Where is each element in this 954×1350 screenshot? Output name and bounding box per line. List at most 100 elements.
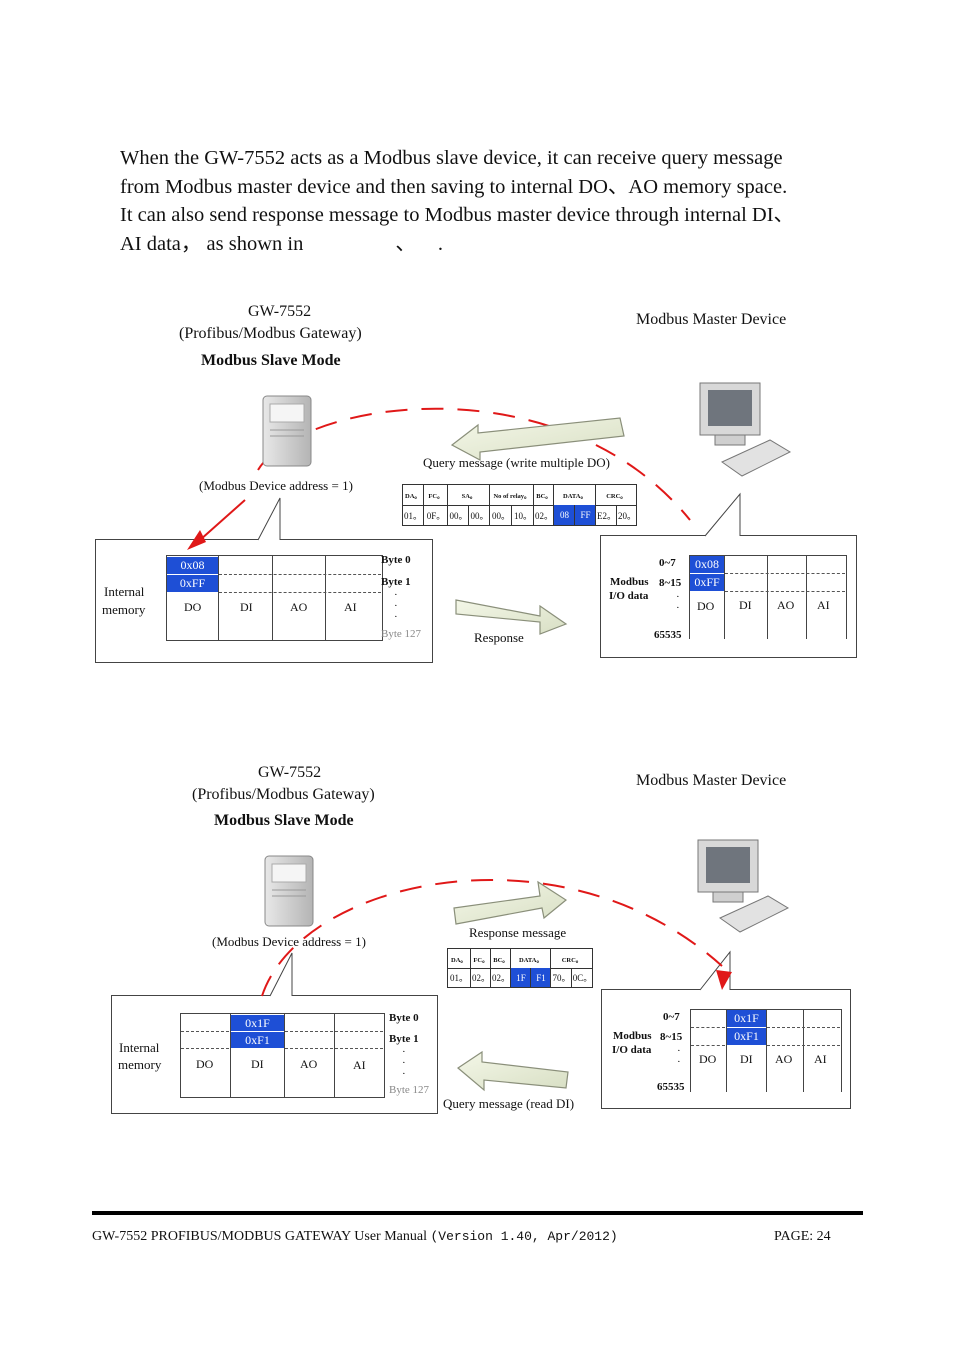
d1-gateway-device-icon — [262, 395, 312, 467]
d1-pkt-hdr-data: DATA。 — [553, 485, 596, 505]
d2-red-arrowhead — [716, 970, 732, 990]
d2-pkt-val: 01。 — [449, 973, 468, 983]
d2-pkt-hdr-da: DA。 — [451, 956, 467, 964]
d2-callout-right — [699, 950, 731, 991]
d1-device-address: (Modbus Device address = 1) — [199, 478, 353, 493]
d2-pkt-hdr-fc: FC。 — [470, 949, 491, 968]
d1-io-col-ai: AI — [817, 598, 830, 612]
d1-red-arrow — [199, 499, 246, 541]
d2-byte127: Byte 127 — [389, 1084, 430, 1096]
d1-master-title: Modbus Master Device — [636, 311, 787, 328]
d1-mem-cell-1: 0xFF — [167, 575, 218, 592]
d2-memory-table: 0x1F 0xF1 DO DI AO AI — [180, 1013, 385, 1098]
d1-col-ai: AI — [344, 600, 357, 614]
d1-range2: 8~15 — [659, 577, 682, 589]
d2-pkt-val-data: 1F — [510, 968, 531, 987]
d1-dots: ··· — [394, 589, 398, 623]
d2-pkt-hdr-bc: BC。 — [490, 949, 511, 968]
d1-pkt-hdr-da: DA。 — [405, 493, 421, 500]
d1-pkt-val: 20。 — [616, 505, 637, 525]
d2-range1: 0~7 — [663, 1011, 680, 1023]
d2-pkt-val: 02。 — [490, 968, 511, 987]
d1-io-dots: ·· — [676, 591, 680, 614]
d2-io-label1: Modbus — [613, 1030, 652, 1042]
d1-io-table: 0x08 0xFF DO DI AO AI — [689, 555, 847, 639]
d2-io-cell-0: 0x1F — [727, 1010, 766, 1027]
d1-io-col-di: DI — [739, 598, 752, 612]
d1-io-cell-1: 0xFF — [690, 574, 724, 591]
d1-response-label: Response — [474, 630, 524, 645]
d2-mode-title: Modbus Slave Mode — [214, 812, 354, 829]
d2-internal-memory-box: Internal memory 0x1F 0xF1 DO DI AO AI By… — [111, 995, 438, 1114]
d2-range2: 8~15 — [660, 1031, 683, 1043]
footer-manual-title: GW-7552 PROFIBUS/MODBUS GATEWAY User Man… — [92, 1229, 427, 1244]
d2-byte0: Byte 0 — [389, 1012, 419, 1024]
d2-master-io-box: 0~7 Modbus 8~15 I/O data ·· 65535 0x1F 0… — [601, 989, 851, 1109]
d1-red-arrowhead — [187, 530, 206, 550]
d1-response-arrow — [455, 599, 568, 635]
d1-pkt-hdr-fc: FC。 — [423, 485, 448, 505]
d2-gw-title: GW-7552 — [258, 764, 322, 781]
d1-pkt-val: 00。 — [489, 505, 512, 525]
intro-line-4-c: . — [437, 232, 443, 255]
d2-master-title: Modbus Master Device — [636, 772, 787, 789]
d2-gw-subtitle: (Profibus/Modbus Gateway) — [192, 786, 375, 803]
d1-memory-table: 0x08 0xFF DO DI AO AI — [166, 555, 383, 641]
d1-query-packet: DA。 FC。 SA。 No of relay。 BC。 DATA。 CRC。 … — [402, 484, 637, 526]
d1-io-col-do: DO — [697, 599, 715, 613]
d2-col-di: DI — [251, 1057, 264, 1071]
d2-range-end: 65535 — [657, 1081, 685, 1093]
d1-internal-memory-box: Internal memory 0x08 0xFF DO DI AO AI By… — [95, 539, 433, 663]
footer-rule — [92, 1211, 863, 1215]
d1-pkt-hdr-sa: SA。 — [447, 485, 490, 505]
d1-callout-right — [704, 492, 741, 537]
d2-io-table: 0x1F 0xF1 DO DI AO AI — [690, 1009, 842, 1092]
d2-col-do: DO — [196, 1057, 214, 1071]
footer-title: GW-7552 PROFIBUS/MODBUS GATEWAY User Man… — [92, 1229, 618, 1245]
d1-io-col-ao: AO — [777, 598, 795, 612]
d2-response-arrow — [453, 880, 568, 925]
d2-col-ai: AI — [353, 1058, 366, 1072]
d1-io-label1: Modbus — [610, 576, 649, 588]
d1-mem-cell-0: 0x08 — [167, 557, 218, 574]
d1-mode-title: Modbus Slave Mode — [201, 352, 341, 369]
intro-line-4-b: 、 — [395, 232, 416, 255]
d2-io-col-do: DO — [699, 1052, 717, 1066]
d1-col-di: DI — [240, 600, 253, 614]
d1-col-ao: AO — [290, 600, 308, 614]
d2-pkt-val: 02。 — [470, 968, 491, 987]
d2-dots: ··· — [402, 1046, 406, 1080]
d2-memory-label: memory — [118, 1057, 162, 1072]
d1-query-arrow — [450, 417, 625, 462]
d1-range1: 0~7 — [659, 557, 676, 569]
d1-pkt-val: 10。 — [511, 505, 534, 525]
d1-internal-label: Internal — [104, 584, 145, 599]
d2-pkt-hdr-data: DATA。 — [510, 949, 551, 968]
d1-memory-label: memory — [102, 602, 146, 617]
intro-line-4-a: AI data， as shown in — [120, 232, 304, 255]
d2-pkt-val: 70。 — [550, 968, 572, 987]
d1-pkt-val-data: 08 — [553, 505, 575, 525]
d1-pkt-hdr-bc: BC。 — [533, 485, 554, 505]
d2-byte1: Byte 1 — [389, 1033, 419, 1045]
d1-query-label: Query message (write multiple DO) — [423, 455, 611, 470]
d1-byte0: Byte 0 — [381, 554, 411, 566]
d1-red-dashed-arc — [257, 407, 691, 521]
d2-mem-cell-0: 0x1F — [231, 1015, 284, 1031]
d1-byte127: Byte 127 — [381, 628, 422, 640]
footer-page-number: PAGE: 24 — [774, 1229, 831, 1244]
d1-gw-subtitle: (Profibus/Modbus Gateway) — [179, 325, 362, 342]
d2-device-address: (Modbus Device address = 1) — [212, 934, 366, 949]
d2-internal-label: Internal — [119, 1040, 160, 1055]
d2-pkt-val: 0C。 — [571, 968, 593, 987]
d1-pkt-val: 01。 — [403, 510, 422, 521]
d1-pkt-val: 00。 — [447, 505, 469, 525]
d2-gateway-device-icon — [264, 855, 314, 927]
d1-byte1: Byte 1 — [381, 576, 411, 588]
d2-callout-left — [269, 952, 293, 997]
d2-io-dots: ·· — [677, 1045, 681, 1068]
d2-response-packet: DA。 FC。 BC。 DATA。 CRC。 01。 02。 02。 1F F1… — [447, 948, 593, 988]
d2-io-cell-1: 0xF1 — [727, 1028, 766, 1045]
d1-pkt-val: 0F。 — [423, 505, 448, 525]
